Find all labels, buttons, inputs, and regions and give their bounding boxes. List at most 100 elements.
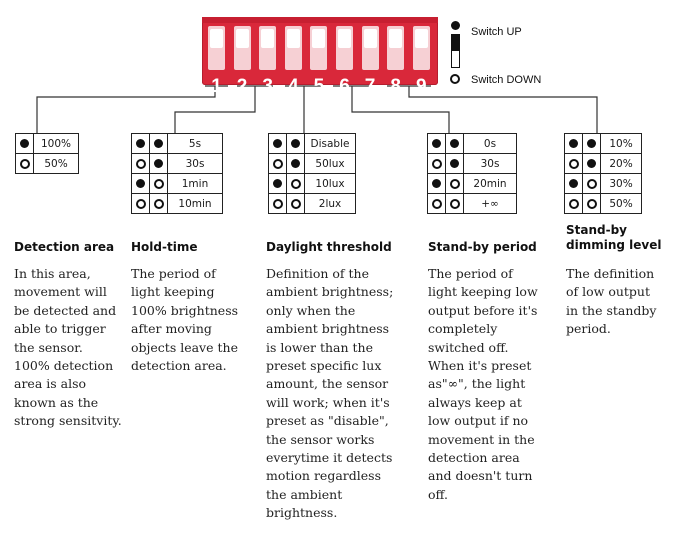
setting-row: 1min	[131, 173, 223, 194]
switch-state-cell	[582, 153, 601, 174]
standby-period-description: The period of light keeping low output b…	[428, 266, 538, 502]
dip-switch-slot	[259, 26, 277, 70]
switch-down-ring-icon	[586, 178, 597, 189]
dip-switch-number: 7	[364, 76, 376, 97]
switch-state-cell	[268, 193, 287, 214]
switch-up-dot-icon	[450, 139, 459, 148]
legend-switch-up-label: Switch UP	[471, 26, 522, 38]
dip-switch-slot	[412, 26, 430, 70]
switch-down-ring-icon	[153, 198, 164, 209]
switch-state-cell	[564, 173, 583, 194]
dip-switch-number: 6	[339, 76, 350, 97]
dimming-level-description: The definition of low output in the stan…	[566, 266, 657, 337]
setting-row: Disable	[268, 133, 356, 154]
dip-switch-number: 1	[211, 76, 222, 97]
dip-switch-knob	[261, 29, 275, 48]
dip-switch-slot	[310, 26, 328, 70]
dip-switch-slot	[233, 26, 251, 70]
daylight-threshold-description: Definition of the ambient brightness; on…	[266, 266, 394, 521]
switch-state-cell	[268, 153, 287, 174]
setting-row: 20%	[564, 153, 642, 174]
switch-down-ring-icon	[135, 158, 146, 169]
setting-row: 10min	[131, 193, 223, 214]
dip-switch-number: 3	[262, 76, 273, 97]
switch-state-cell	[582, 173, 601, 194]
hold-time-description: The period of light keeping 100% brightn…	[131, 266, 239, 374]
dip-switch-slot	[284, 26, 302, 70]
switch-up-dot-icon	[569, 139, 578, 148]
switch-down-ring-icon	[290, 198, 301, 209]
switch-state-cell	[268, 173, 287, 194]
dip-switch-knob	[338, 29, 351, 48]
setting-value: 30s	[167, 153, 223, 174]
switch-state-cell	[445, 193, 464, 214]
dip-switch-knob	[210, 29, 223, 48]
switch-state-cell	[15, 133, 34, 154]
switch-up-dot-icon	[432, 179, 441, 188]
switch-state-cell	[286, 173, 305, 194]
switch-up-dot-icon	[154, 159, 163, 168]
legend-switch-down-label: Switch DOWN	[471, 74, 542, 86]
switch-state-cell	[131, 153, 150, 174]
switch-state-cell	[427, 193, 446, 214]
dip-switch-slot	[361, 26, 379, 70]
dip-switch-knob	[235, 29, 249, 48]
dip-switch-number: 4	[288, 76, 299, 97]
dip-switch-knob	[312, 29, 326, 48]
dip-switch-number: 8	[390, 76, 401, 97]
switch-up-dot-icon	[432, 139, 441, 148]
setting-value: 10lux	[304, 173, 356, 194]
setting-row: 50%	[15, 153, 79, 174]
setting-value: Disable	[304, 133, 356, 154]
switch-state-cell	[564, 133, 583, 154]
switch-down-ring-icon	[135, 198, 146, 209]
detection-area-table: 100%50%	[15, 133, 79, 174]
setting-row: 10lux	[268, 173, 356, 194]
switch-up-dot-icon	[587, 159, 596, 168]
dip-switch-slot	[387, 26, 405, 70]
switch-up-dot-icon	[291, 139, 300, 148]
switch-down-ring-icon	[431, 158, 442, 169]
setting-row: 0s	[427, 133, 517, 154]
setting-value: 100%	[33, 133, 79, 154]
switch-state-cell	[131, 173, 150, 194]
switch-up-dot-icon	[20, 139, 29, 148]
setting-value: 10%	[600, 133, 642, 154]
setting-row: 30s	[131, 153, 223, 174]
switch-state-cell	[268, 133, 287, 154]
setting-row: 2lux	[268, 193, 356, 214]
setting-row: 20min	[427, 173, 517, 194]
setting-value: 5s	[167, 133, 223, 154]
dip-switch-knob	[389, 29, 403, 48]
switch-state-cell	[564, 193, 583, 214]
setting-row: +∞	[427, 193, 517, 214]
switch-down-ring-icon	[431, 198, 442, 209]
switch-state-cell	[427, 133, 446, 154]
dip-switch-knob	[414, 29, 428, 48]
switch-state-cell	[149, 193, 168, 214]
setting-row: 100%	[15, 133, 79, 154]
setting-value: +∞	[463, 193, 517, 214]
switch-state-cell	[427, 153, 446, 174]
switch-state-cell	[149, 153, 168, 174]
switch-state-cell	[445, 153, 464, 174]
dip-switch-slot	[208, 26, 225, 70]
setting-row: 50lux	[268, 153, 356, 174]
setting-value: 50lux	[304, 153, 356, 174]
setting-row: 30%	[564, 173, 642, 194]
switch-up-dot-icon	[291, 159, 300, 168]
switch-up-dot-icon	[154, 139, 163, 148]
switch-state-cell	[582, 193, 601, 214]
switch-state-cell	[445, 133, 464, 154]
dip-switch-top-edge	[202, 17, 438, 23]
switch-legend-icon	[451, 34, 460, 68]
setting-value: 20%	[600, 153, 642, 174]
switch-state-cell	[131, 133, 150, 154]
switch-state-cell	[286, 133, 305, 154]
dip-switch-slot	[336, 26, 353, 70]
switch-up-dot-icon	[273, 179, 282, 188]
setting-row: 30s	[427, 153, 517, 174]
switch-state-cell	[15, 153, 34, 174]
